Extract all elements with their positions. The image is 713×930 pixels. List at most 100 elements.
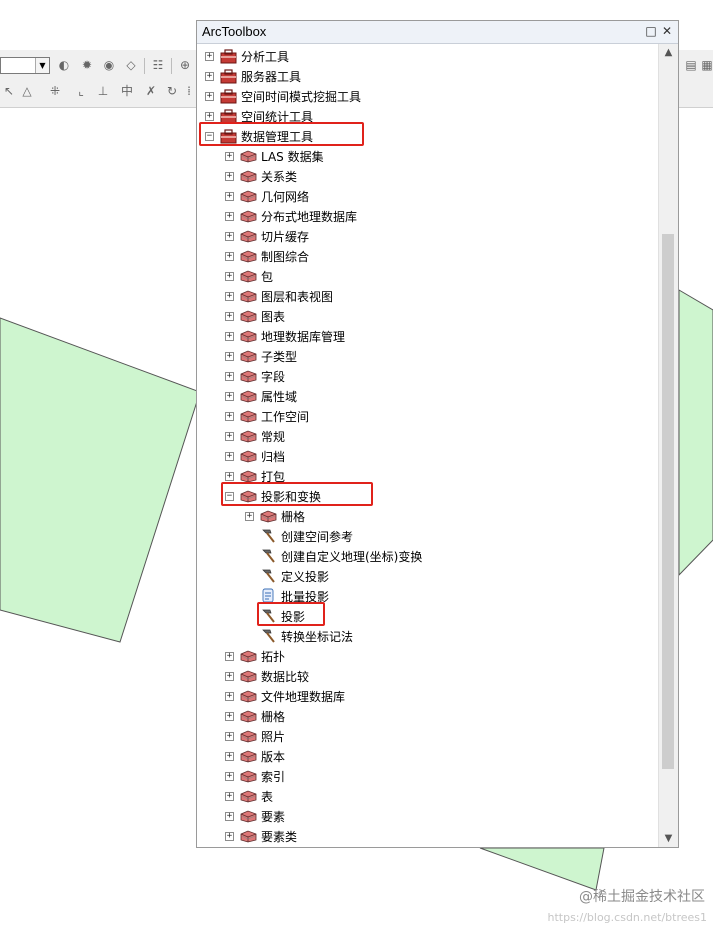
toolset-node[interactable]: + 几何网络 — [225, 186, 309, 206]
midpoint-icon[interactable]: 中 — [120, 84, 133, 98]
toolbox-node[interactable]: − 数据管理工具 — [205, 126, 313, 146]
expand-icon[interactable]: + — [205, 90, 214, 101]
map-polygon-right[interactable] — [678, 289, 713, 577]
expand-icon[interactable]: + — [225, 310, 234, 321]
scroll-up-icon[interactable]: ▲ — [664, 47, 673, 58]
expand-icon[interactable]: + — [245, 510, 254, 521]
toolset-node[interactable]: + LAS 数据集 — [225, 146, 324, 166]
expand-icon[interactable]: + — [225, 430, 234, 441]
reshape-icon[interactable]: ⌞ — [78, 84, 84, 98]
expand-icon[interactable]: + — [225, 350, 234, 361]
window-titlebar[interactable]: ArcToolbox □ ✕ — [197, 21, 678, 44]
expand-icon[interactable]: + — [225, 810, 234, 821]
toolbox-node[interactable]: + 空间时间模式挖掘工具 — [205, 86, 361, 106]
expand-icon[interactable]: + — [225, 690, 234, 701]
toolbox-node[interactable]: + 分析工具 — [205, 46, 289, 66]
more-tools-icon[interactable]: ⁞ — [187, 84, 191, 98]
table-icon[interactable]: ▤ — [685, 58, 697, 72]
toolset-node[interactable]: + 栅格 — [225, 706, 285, 726]
expand-icon[interactable]: + — [225, 150, 234, 161]
expand-icon[interactable]: + — [225, 830, 234, 841]
attribute-icon[interactable]: ▦ — [701, 58, 713, 72]
toolset-node[interactable]: + 常规 — [225, 426, 285, 446]
brightness-icon[interactable]: ✹ — [81, 58, 93, 72]
toolset-node[interactable]: + 数据比较 — [225, 666, 309, 686]
expand-icon[interactable]: + — [225, 330, 234, 341]
toolset-node[interactable]: + 包 — [225, 266, 273, 286]
expand-icon[interactable]: + — [205, 70, 214, 81]
split-icon[interactable]: ⊥ — [97, 84, 109, 98]
edit-vertex-icon[interactable]: △ — [22, 84, 32, 98]
expand-icon[interactable]: + — [225, 370, 234, 381]
expand-icon[interactable]: + — [225, 730, 234, 741]
toolset-node[interactable]: + 照片 — [225, 726, 285, 746]
tool-node[interactable]: 定义投影 — [245, 566, 329, 586]
expand-icon[interactable]: + — [225, 710, 234, 721]
expand-icon[interactable]: + — [225, 750, 234, 761]
map-polygon-bottom[interactable] — [479, 847, 605, 891]
snap-icon[interactable]: ⁜ — [49, 84, 61, 98]
expand-icon[interactable]: + — [225, 790, 234, 801]
tool-node[interactable]: 转换坐标记法 — [245, 626, 353, 646]
expand-icon[interactable]: + — [205, 110, 214, 121]
toolset-node[interactable]: + 字段 — [225, 366, 285, 386]
restore-icon[interactable]: □ — [645, 24, 657, 38]
expand-icon[interactable]: + — [225, 410, 234, 421]
expand-icon[interactable]: + — [225, 670, 234, 681]
toolset-node[interactable]: + 要素 — [225, 806, 285, 826]
close-icon[interactable]: ✕ — [661, 24, 673, 38]
map-polygon-left[interactable] — [0, 317, 201, 643]
tool-node[interactable]: 投影 — [245, 606, 305, 626]
toolset-node[interactable]: + 子类型 — [225, 346, 297, 366]
toolset-node[interactable]: + 分布式地理数据库 — [225, 206, 357, 226]
toolset-node[interactable]: + 关系类 — [225, 166, 297, 186]
toolset-node[interactable]: + 栅格 — [245, 506, 305, 526]
toolset-node[interactable]: + 图层和表视图 — [225, 286, 333, 306]
toolset-node[interactable]: + 切片缓存 — [225, 226, 309, 246]
expand-icon[interactable]: + — [225, 210, 234, 221]
contrast-icon[interactable]: ◐ — [58, 58, 70, 72]
expand-icon[interactable]: + — [225, 250, 234, 261]
expand-icon[interactable]: + — [225, 170, 234, 181]
vertical-scrollbar[interactable]: ▲ ▼ — [658, 44, 678, 847]
toolset-node[interactable]: + 打包 — [225, 466, 285, 486]
tool-node[interactable]: 批量投影 — [245, 586, 329, 606]
expand-icon[interactable]: + — [225, 190, 234, 201]
tool-node[interactable]: 创建自定义地理(坐标)变换 — [245, 546, 422, 566]
scale-combo-box[interactable]: ▼ — [0, 57, 50, 74]
expand-icon[interactable]: + — [225, 470, 234, 481]
rotate-icon[interactable]: ↻ — [166, 84, 178, 98]
toolset-node[interactable]: + 要素类 — [225, 826, 297, 846]
toolset-node[interactable]: + 归档 — [225, 446, 285, 466]
expand-icon[interactable]: + — [225, 650, 234, 661]
select-arrow-icon[interactable]: ↖ — [3, 84, 15, 98]
expand-icon[interactable]: + — [225, 290, 234, 301]
toolbox-node[interactable]: + 服务器工具 — [205, 66, 301, 86]
expand-icon[interactable]: + — [225, 230, 234, 241]
expand-icon[interactable]: + — [225, 270, 234, 281]
tool-node[interactable]: 创建空间参考 — [245, 526, 353, 546]
toolset-node[interactable]: + 地理数据库管理 — [225, 326, 345, 346]
collapse-icon[interactable]: − — [225, 490, 234, 501]
transparency-icon[interactable]: ◉ — [103, 58, 115, 72]
toolset-node[interactable]: + 制图综合 — [225, 246, 309, 266]
toolset-node[interactable]: + 文件地理数据库 — [225, 686, 345, 706]
diamond-icon[interactable]: ◇ — [126, 58, 136, 72]
expand-icon[interactable]: + — [225, 450, 234, 461]
toolset-node[interactable]: + 表 — [225, 786, 273, 806]
toolset-node[interactable]: + 版本 — [225, 746, 285, 766]
expand-icon[interactable]: + — [225, 770, 234, 781]
toolbox-node[interactable]: + 空间统计工具 — [205, 106, 313, 126]
layer-list-icon[interactable]: ☷ — [152, 58, 164, 72]
toolset-node[interactable]: − 投影和变换 — [225, 486, 321, 506]
toolset-node[interactable]: + 属性域 — [225, 386, 297, 406]
toolset-node[interactable]: + 工作空间 — [225, 406, 309, 426]
globe-icon[interactable]: ⊕ — [179, 58, 191, 72]
expand-icon[interactable]: + — [205, 50, 214, 61]
cut-icon[interactable]: ✗ — [145, 84, 157, 98]
toolset-node[interactable]: + 图表 — [225, 306, 285, 326]
scroll-thumb[interactable] — [662, 234, 674, 769]
collapse-icon[interactable]: − — [205, 130, 214, 141]
toolset-node[interactable]: + 索引 — [225, 766, 285, 786]
chevron-down-icon[interactable]: ▼ — [35, 58, 49, 73]
